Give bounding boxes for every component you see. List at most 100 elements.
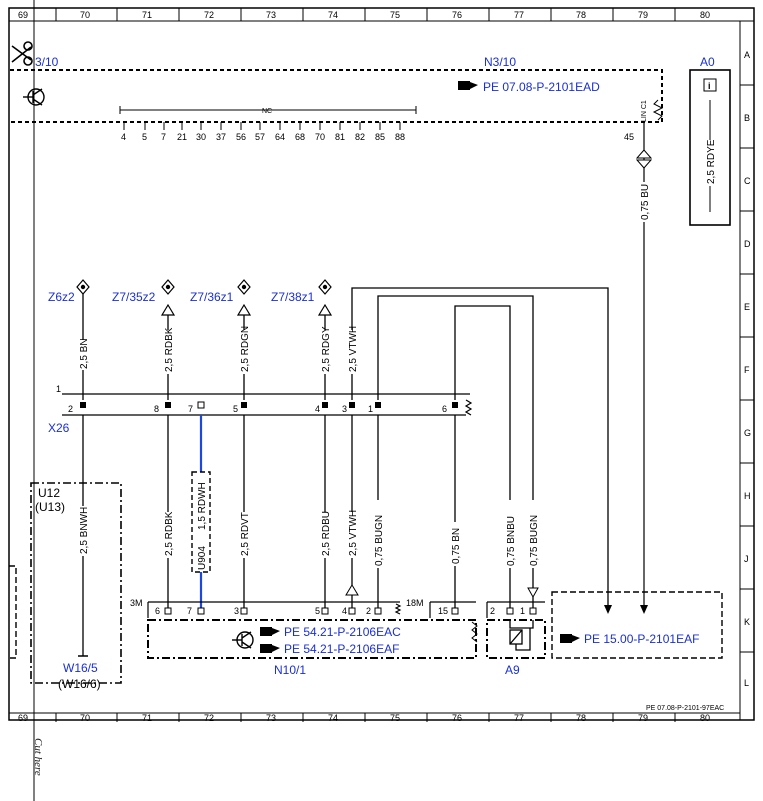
svg-text:2,5 RDVT: 2,5 RDVT xyxy=(240,512,251,556)
arrow-down-2 xyxy=(604,605,612,614)
n3-10-pins: 4 5 7 21 30 37 56 57 64 68 70 81 82 85 8… xyxy=(121,132,634,142)
svg-text:2,5 RDBK: 2,5 RDBK xyxy=(164,511,175,556)
a9-pin-mark-2 xyxy=(506,607,514,615)
row-g: G xyxy=(744,428,751,438)
row-f: F xyxy=(744,365,750,375)
info-icon-glyph: i xyxy=(708,81,711,91)
svg-text:88: 88 xyxy=(395,132,405,142)
svg-text:7: 7 xyxy=(187,606,192,616)
bcol-69: 69 xyxy=(18,713,28,723)
svg-text:3: 3 xyxy=(342,404,347,414)
n3-10-left-label: 3/10 xyxy=(35,55,59,69)
u904-box xyxy=(191,471,211,573)
col-77: 77 xyxy=(514,10,524,20)
svg-text:82: 82 xyxy=(355,132,365,142)
svg-text:6: 6 xyxy=(442,404,447,414)
a9-label: A9 xyxy=(505,663,520,677)
svg-text:7: 7 xyxy=(161,132,166,142)
svg-text:2,5 RDGY: 2,5 RDGY xyxy=(321,326,332,372)
svg-text:0,75 BNBU: 0,75 BNBU xyxy=(506,516,517,566)
n3-10-shield xyxy=(652,99,664,121)
w16-6-label: (W16/6) xyxy=(58,677,101,691)
splice-symbols xyxy=(76,279,333,316)
n10-1-pin-marks xyxy=(164,607,459,615)
svg-text:57: 57 xyxy=(255,132,265,142)
scissors-icon xyxy=(11,41,33,66)
svg-text:0,75 BUGN: 0,75 BUGN xyxy=(529,515,540,566)
w16-5-label: W16/5 xyxy=(63,661,98,675)
n10-1-box xyxy=(147,619,477,659)
row-d: D xyxy=(744,239,751,249)
reference-hand-icon xyxy=(458,81,478,90)
info-icon xyxy=(703,78,717,92)
row-k: K xyxy=(744,617,750,627)
x26-pin-marks xyxy=(80,401,458,409)
svg-text:5: 5 xyxy=(315,606,320,616)
n3-10-pin-ticks xyxy=(123,122,401,130)
svg-text:2,5 RDBU: 2,5 RDBU xyxy=(321,511,332,556)
wire-bnwh-bg xyxy=(77,506,89,556)
bcol-79: 79 xyxy=(638,713,648,723)
n10-1-pins: 6 7 3 5 4 2 15 xyxy=(155,606,448,616)
u12-label: U12 xyxy=(38,486,60,500)
svg-text:7: 7 xyxy=(188,404,193,414)
frame xyxy=(8,7,755,721)
bottom-ruler: 69 70 71 72 73 74 75 76 77 78 79 80 xyxy=(18,713,710,723)
svg-text:3: 3 xyxy=(234,606,239,616)
col-74: 74 xyxy=(328,10,338,20)
svg-text:2,5 RDBK: 2,5 RDBK xyxy=(164,327,175,372)
a0-label: A0 xyxy=(700,55,715,69)
n10-1-ref1: PE 54.21-P-2106EAC xyxy=(284,625,401,639)
bcol-73: 73 xyxy=(266,713,276,723)
n3-10-label: N3/10 xyxy=(484,55,516,69)
page-ref: PE 07.08-P-2101-97EAC xyxy=(646,705,724,712)
col-73: 73 xyxy=(266,10,276,20)
svg-text:15: 15 xyxy=(438,606,448,616)
wire-bu-label-bg xyxy=(638,182,650,222)
a9-box xyxy=(486,619,546,659)
a9-arrow xyxy=(527,587,539,599)
col-79: 79 xyxy=(638,10,648,20)
upper-wire-labels: 2,5 BN 2,5 RDBK 2,5 RDGN 2,5 RDGY 2,5 VT… xyxy=(77,326,359,374)
bcol-70: 70 xyxy=(80,713,90,723)
bcol-75: 75 xyxy=(390,713,400,723)
x26-connector xyxy=(62,393,473,416)
relay-icon xyxy=(509,620,534,651)
svg-text:30: 30 xyxy=(196,132,206,142)
n10-1-ref2: PE 54.21-P-2106EAF xyxy=(284,642,399,656)
cut-here-label: Cut here xyxy=(32,738,44,776)
u12-box xyxy=(30,482,122,684)
svg-text:45: 45 xyxy=(624,132,634,142)
svg-text:2,5 BN: 2,5 BN xyxy=(79,338,90,369)
wire-bnwh-label: 2,5 BNWH xyxy=(79,507,90,554)
row-c: C xyxy=(744,176,751,186)
row-a: A xyxy=(744,50,750,60)
u13-label: (U13) xyxy=(35,500,65,514)
arrow-down xyxy=(640,605,648,614)
right-ruler: A B C D E F G H J K L xyxy=(740,50,754,688)
row-l: L xyxy=(744,678,749,688)
svg-text:2,5 VTWH: 2,5 VTWH xyxy=(348,510,359,556)
bcol-76: 76 xyxy=(452,713,462,723)
n3-10-ref: PE 07.08-P-2101EAD xyxy=(483,80,600,94)
n10-1-connector xyxy=(147,601,476,618)
z6z2-label: Z6z2 xyxy=(48,290,75,304)
bcol-74: 74 xyxy=(328,713,338,723)
a9-pin-2: 2 xyxy=(490,606,495,616)
n10-1-conn1: 3M xyxy=(130,598,143,608)
x26-pin-1: 1 xyxy=(56,384,61,394)
x26-pins: 2 8 7 5 4 3 1 6 xyxy=(68,404,447,414)
svg-text:64: 64 xyxy=(275,132,285,142)
reference-hand-icon-2 xyxy=(260,627,280,636)
svg-text:6: 6 xyxy=(155,606,160,616)
svg-text:0,75 BN: 0,75 BN xyxy=(451,528,462,564)
col-76: 76 xyxy=(452,10,462,20)
svg-text:4: 4 xyxy=(315,404,320,414)
reference-hand-icon-4 xyxy=(560,634,580,643)
svg-text:85: 85 xyxy=(375,132,385,142)
wire-bu-label: 0,75 BU xyxy=(640,184,651,220)
svg-text:68: 68 xyxy=(295,132,305,142)
col-72: 72 xyxy=(204,10,214,20)
n10-1-label: N10/1 xyxy=(274,663,306,677)
